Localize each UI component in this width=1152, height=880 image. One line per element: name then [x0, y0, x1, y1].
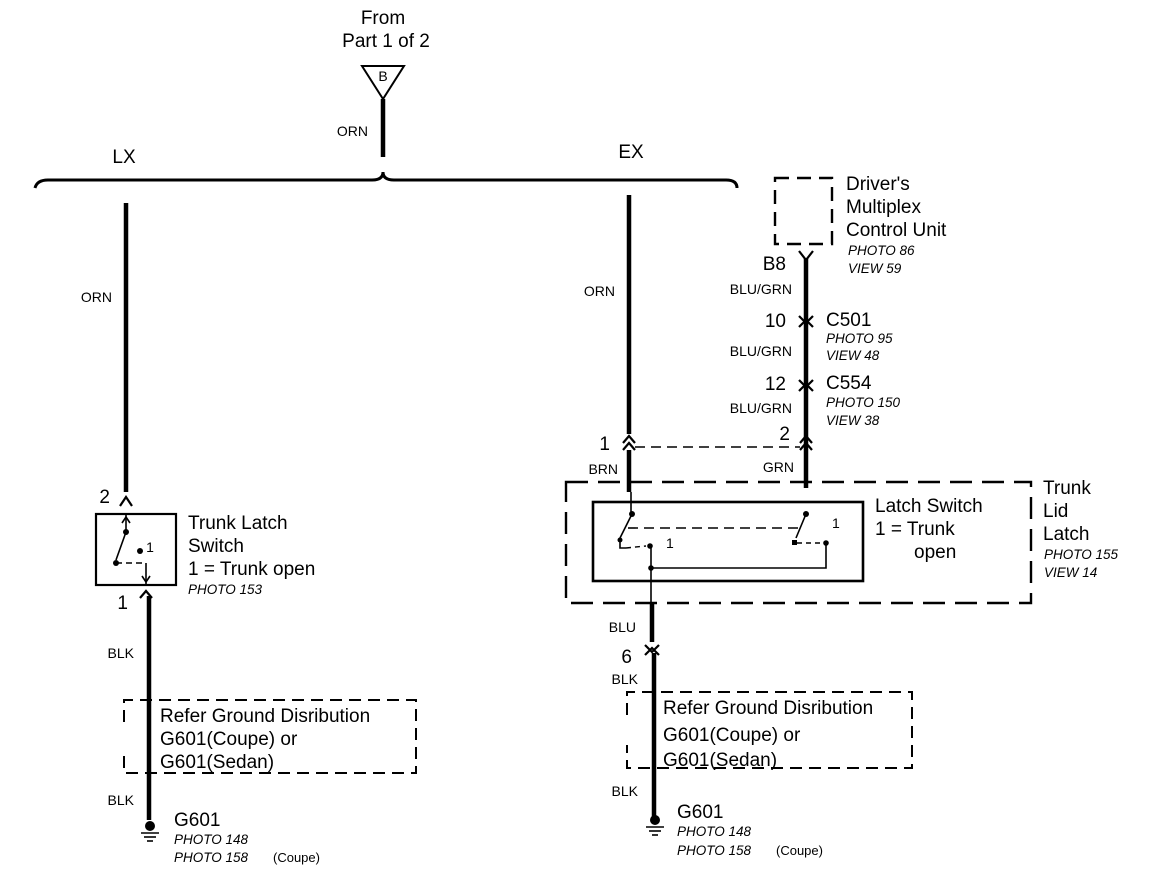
ex-c554-name: C554 — [826, 373, 872, 394]
ex-ground-ref-box — [626, 691, 913, 769]
lx-ground-name: G601 — [174, 810, 220, 831]
lx-ground-ref-1: Refer Ground Disribution — [160, 706, 370, 727]
lx-wire-top-color: ORN — [81, 289, 112, 305]
lx-switch-name-2: Switch — [188, 536, 244, 557]
from-label-1: From — [361, 8, 405, 29]
lx-ground-photo-2: PHOTO 158 — [174, 850, 249, 865]
ex-c501-connector — [798, 315, 814, 328]
lx-switch-state: 1 = Trunk open — [188, 559, 315, 580]
ex-latch-pin-right: 2 — [779, 424, 790, 445]
ex-mcu-pin: B8 — [763, 254, 786, 275]
branch-ex-label: EX — [618, 142, 644, 163]
ex-wire-left-color: BRN — [588, 461, 618, 477]
ex-latch-left-contact-1 — [647, 543, 653, 549]
lx-switch-photo: PHOTO 153 — [188, 582, 263, 597]
ex-latch-pin-right-connector — [799, 434, 813, 451]
ex-ground-ref-3: G601(Sedan) — [663, 750, 777, 771]
ex-latch-switch-state-1: 1 = Trunk — [875, 519, 955, 540]
ex-latch-internal-wire — [651, 543, 827, 569]
ex-mcu-box — [773, 176, 834, 246]
ex-wire-out-color: BLU — [609, 619, 636, 635]
lx-ground-photo-1: PHOTO 148 — [174, 832, 249, 847]
ex-latch-right-blade — [795, 513, 807, 539]
ex-latch-pin-left: 1 — [599, 434, 610, 455]
ex-trunk-lid-latch-box — [564, 480, 1033, 605]
ex-mcu-name-1: Driver's — [846, 174, 910, 195]
ex-mcu-view: VIEW 59 — [848, 261, 902, 276]
ex-latch-internal-left: 1 — [666, 535, 674, 551]
lx-switch-arrow-down — [141, 575, 151, 584]
ex-ground-name: G601 — [677, 802, 723, 823]
ex-ground-ref-1: Refer Ground Disribution — [663, 698, 873, 719]
source-connector-triangle — [360, 65, 406, 101]
source-wire-color: ORN — [337, 123, 368, 139]
ex-c554-view: VIEW 38 — [826, 413, 880, 428]
lx-switch-name-1: Trunk Latch — [188, 513, 288, 534]
lx-ground-photo-2-note: (Coupe) — [273, 850, 320, 865]
option-brace — [33, 171, 739, 189]
ex-ground-point — [650, 815, 660, 825]
ex-latch-junction — [648, 565, 654, 571]
lx-connector-bottom — [139, 589, 153, 599]
ex-ground-photo-1: PHOTO 148 — [677, 824, 752, 839]
source-connector-letter: B — [378, 68, 387, 84]
lx-switch-arrow-up — [121, 515, 131, 524]
ex-trunk-photo: PHOTO 155 — [1044, 547, 1119, 562]
lx-ground-ref-2: G601(Coupe) or — [160, 729, 298, 750]
ex-wire-top-color: ORN — [584, 283, 615, 299]
lx-connector-top — [119, 495, 133, 507]
lx-pin-top: 2 — [99, 487, 110, 508]
ex-ground-photo-2: PHOTO 158 — [677, 843, 752, 858]
ex-latch-pin-left-connector — [622, 434, 636, 451]
lx-ground-ref-box — [123, 699, 417, 774]
lx-wire-bottom-color: BLK — [108, 645, 135, 661]
ex-c554-photo: PHOTO 150 — [826, 395, 901, 410]
ex-latch-right-pivot — [792, 540, 797, 545]
branch-lx-label: LX — [112, 147, 136, 168]
ex-mcu-name-2: Multiplex — [846, 197, 921, 218]
ex-wire-ground-color: BLK — [612, 783, 639, 799]
ex-out-connector — [644, 644, 660, 656]
lx-switch-internal-pin: 1 — [146, 539, 154, 555]
lx-wire-ground-color: BLK — [108, 792, 135, 808]
lx-switch-contact-1 — [137, 548, 143, 554]
ex-latch-left-pivot-lead — [619, 540, 626, 549]
ex-c554-pin: 12 — [765, 374, 786, 395]
lx-trunk-latch-switch-box — [94, 512, 178, 587]
ex-wire2-color: BLU/GRN — [730, 343, 792, 359]
lx-ground-ref-3: G601(Sedan) — [160, 752, 274, 773]
ex-c501-name: C501 — [826, 310, 871, 331]
lx-ground-point — [145, 821, 155, 831]
ex-wire-right-color: GRN — [763, 459, 794, 475]
ex-wire3-color: BLU/GRN — [730, 400, 792, 416]
ex-wire1-color: BLU/GRN — [730, 281, 792, 297]
ex-mcu-photo: PHOTO 86 — [848, 243, 915, 258]
ex-c501-view: VIEW 48 — [826, 348, 880, 363]
ex-ground-photo-2-note: (Coupe) — [776, 843, 823, 858]
ex-latch-left-blade — [619, 513, 633, 539]
ex-trunk-name-1: Trunk — [1043, 478, 1091, 499]
lx-switch-blade — [115, 531, 127, 561]
ex-trunk-view: VIEW 14 — [1044, 565, 1097, 580]
ex-latch-switch-name: Latch Switch — [875, 496, 983, 517]
ex-c554-connector — [798, 379, 814, 392]
ex-latch-internal-right: 1 — [832, 515, 840, 531]
ex-out-pin: 6 — [621, 647, 632, 668]
ex-trunk-name-2: Lid — [1043, 501, 1068, 522]
from-label-2: Part 1 of 2 — [342, 31, 430, 52]
ex-latch-switch-state-2: open — [914, 542, 956, 563]
ex-latch-left-dashed — [625, 545, 647, 549]
ex-ground-ref-2: G601(Coupe) or — [663, 725, 801, 746]
ex-latch-switch-box — [591, 500, 865, 583]
lx-pin-bottom: 1 — [117, 593, 128, 614]
ex-trunk-name-3: Latch — [1043, 524, 1089, 545]
ex-c501-pin: 10 — [765, 311, 786, 332]
ex-wire-bottom-color: BLK — [612, 671, 639, 687]
ex-mcu-name-3: Control Unit — [846, 220, 947, 241]
ex-c501-photo: PHOTO 95 — [826, 331, 893, 346]
